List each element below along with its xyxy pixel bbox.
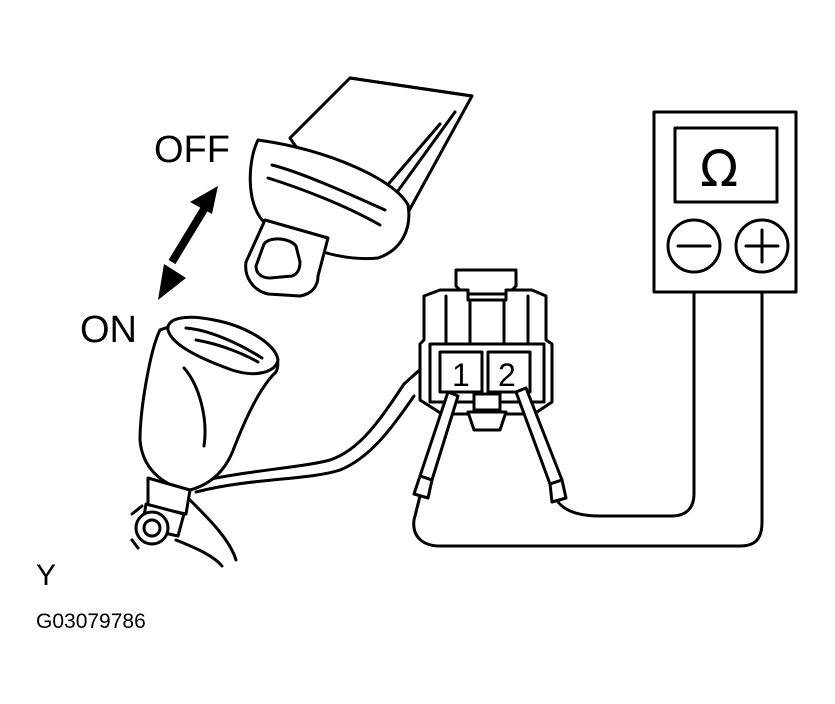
belt-buckle <box>130 315 426 568</box>
figure-code: G03079786 <box>36 610 146 633</box>
switch-connector <box>418 268 554 432</box>
double-arrow-icon <box>158 186 218 300</box>
side-mark-label: Y <box>36 559 56 592</box>
test-probe-left <box>412 390 460 500</box>
belt-tongue-plate <box>244 76 474 298</box>
ohm-symbol: Ω <box>700 140 738 198</box>
meter-lead-positive <box>412 260 764 548</box>
test-probe-right <box>514 386 568 504</box>
ohmmeter <box>652 110 798 294</box>
pin-1-label: 1 <box>452 357 470 393</box>
meter-lead-negative <box>556 260 696 518</box>
plus-terminal-icon <box>734 218 790 274</box>
on-label: ON <box>80 309 137 351</box>
pin-2-label: 2 <box>498 357 516 393</box>
minus-terminal-icon <box>666 218 722 274</box>
off-label: OFF <box>154 129 230 171</box>
